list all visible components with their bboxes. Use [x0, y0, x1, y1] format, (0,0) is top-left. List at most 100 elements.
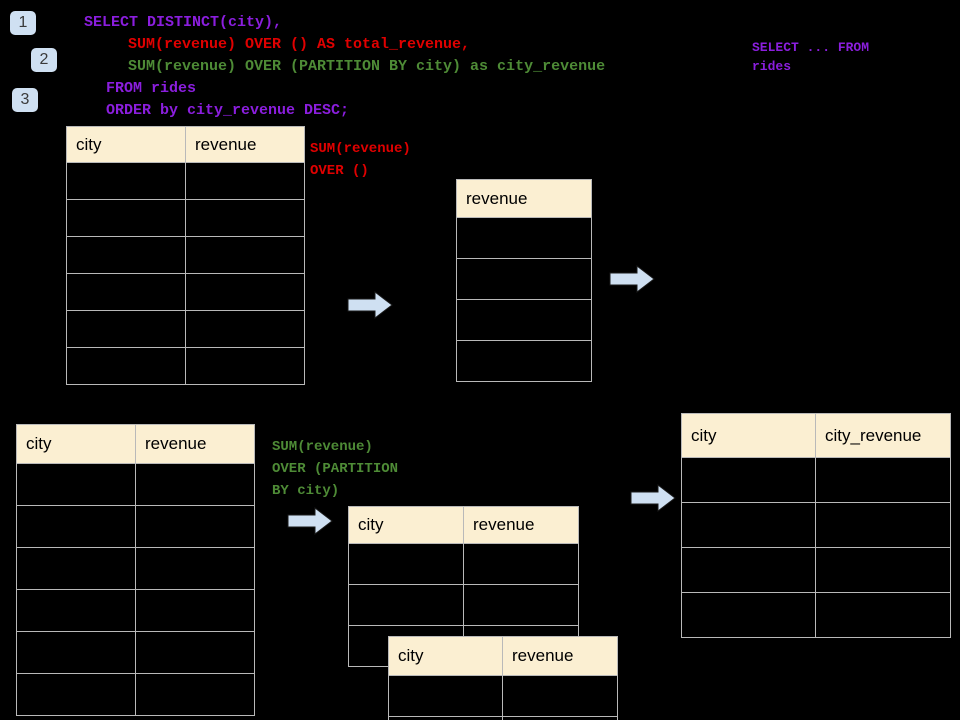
- arrow-partition-to-result: [630, 483, 676, 513]
- column-header-revenue: revenue: [135, 424, 255, 464]
- table-cell: [388, 675, 503, 717]
- column-header-city-revenue: city_revenue: [815, 413, 951, 458]
- table-header-row: city revenue: [16, 424, 255, 464]
- table-cell: [502, 716, 618, 720]
- table-cell: [135, 463, 255, 506]
- table-cell: [16, 463, 136, 506]
- table-cell: [681, 502, 816, 548]
- table-body: [66, 162, 305, 385]
- table-cell: [348, 584, 464, 626]
- sql-line-from-rides: FROM rides: [106, 80, 197, 97]
- table-cell: [185, 273, 305, 311]
- table-cell: [16, 673, 136, 716]
- table-cell: [16, 505, 136, 548]
- step-badge-3: 3: [12, 88, 38, 112]
- table-row: [456, 217, 592, 259]
- table-cell: [66, 236, 186, 274]
- column-header-revenue: revenue: [502, 636, 618, 676]
- table-cell: [456, 340, 592, 382]
- table-row: [66, 199, 305, 237]
- sql-line-city-revenue: SUM(revenue) OVER (PARTITION BY city) as…: [128, 58, 606, 75]
- table-cell: [66, 162, 186, 200]
- column-header-city: city: [16, 424, 136, 464]
- table-body: [388, 675, 618, 720]
- table-cell: [185, 162, 305, 200]
- table-cell: [681, 547, 816, 593]
- column-header-city: city: [66, 126, 186, 163]
- step-badge-1: 1: [10, 11, 36, 35]
- table-row: [681, 502, 951, 548]
- step-badge-2: 2: [31, 48, 57, 72]
- table-cell: [135, 631, 255, 674]
- total-revenue-table: revenue: [456, 179, 592, 382]
- table-cell: [66, 273, 186, 311]
- column-header-revenue: revenue: [463, 506, 579, 544]
- table-cell: [681, 457, 816, 503]
- column-header-city: city: [348, 506, 464, 544]
- table-row: [456, 258, 592, 300]
- table-body: [456, 217, 592, 382]
- table-cell: [135, 547, 255, 590]
- table-row: [66, 273, 305, 311]
- table-cell: [456, 217, 592, 259]
- table-cell: [135, 673, 255, 716]
- table-cell: [16, 547, 136, 590]
- table-row: [681, 457, 951, 503]
- table-cell: [348, 543, 464, 585]
- table-cell: [815, 547, 951, 593]
- annotation-partition-by-city: SUM(revenue) OVER (PARTITION BY city): [272, 439, 399, 499]
- rides-source-table-top: city revenue: [66, 126, 305, 385]
- table-body: [16, 463, 255, 716]
- column-header-revenue: revenue: [185, 126, 305, 163]
- table-cell: [463, 543, 579, 585]
- table-row: [348, 543, 579, 585]
- table-cell: [388, 716, 503, 720]
- table-cell: [185, 310, 305, 348]
- sql-line-order-by: ORDER by city_revenue DESC;: [106, 102, 350, 119]
- table-row: [681, 592, 951, 638]
- table-cell: [185, 199, 305, 237]
- table-row: [348, 584, 579, 626]
- table-row: [66, 162, 305, 200]
- table-row: [388, 716, 618, 720]
- table-row: [16, 631, 255, 674]
- table-cell: [66, 199, 186, 237]
- table-body: [681, 457, 951, 638]
- table-cell: [135, 505, 255, 548]
- table-row: [388, 675, 618, 717]
- table-cell: [815, 457, 951, 503]
- table-row: [16, 673, 255, 716]
- table-cell: [815, 502, 951, 548]
- table-cell: [185, 236, 305, 274]
- table-header-row: city city_revenue: [681, 413, 951, 458]
- table-row: [16, 463, 255, 506]
- table-row: [681, 547, 951, 593]
- table-cell: [66, 347, 186, 385]
- table-cell: [502, 675, 618, 717]
- arrow-total-to-result: [609, 264, 655, 294]
- table-header-row: revenue: [456, 179, 592, 218]
- table-row: [16, 547, 255, 590]
- table-cell: [66, 310, 186, 348]
- side-note-select-from-line2: rides: [752, 59, 792, 74]
- table-header-row: city revenue: [66, 126, 305, 163]
- side-note-select-from-line1: SELECT ... FROM: [752, 40, 870, 55]
- table-cell: [456, 299, 592, 341]
- table-row: [16, 505, 255, 548]
- table-cell: [681, 592, 816, 638]
- arrow-source-to-total: [347, 290, 393, 320]
- table-header-row: city revenue: [348, 506, 579, 544]
- column-header-revenue: revenue: [456, 179, 592, 218]
- column-header-city: city: [681, 413, 816, 458]
- column-header-city: city: [388, 636, 503, 676]
- table-cell: [463, 584, 579, 626]
- rides-source-table-bottom: city revenue: [16, 424, 255, 716]
- table-cell: [815, 592, 951, 638]
- table-cell: [16, 589, 136, 632]
- arrow-source-to-partition: [287, 506, 333, 536]
- table-cell: [185, 347, 305, 385]
- table-row: [66, 310, 305, 348]
- table-row: [16, 589, 255, 632]
- table-row: [456, 340, 592, 382]
